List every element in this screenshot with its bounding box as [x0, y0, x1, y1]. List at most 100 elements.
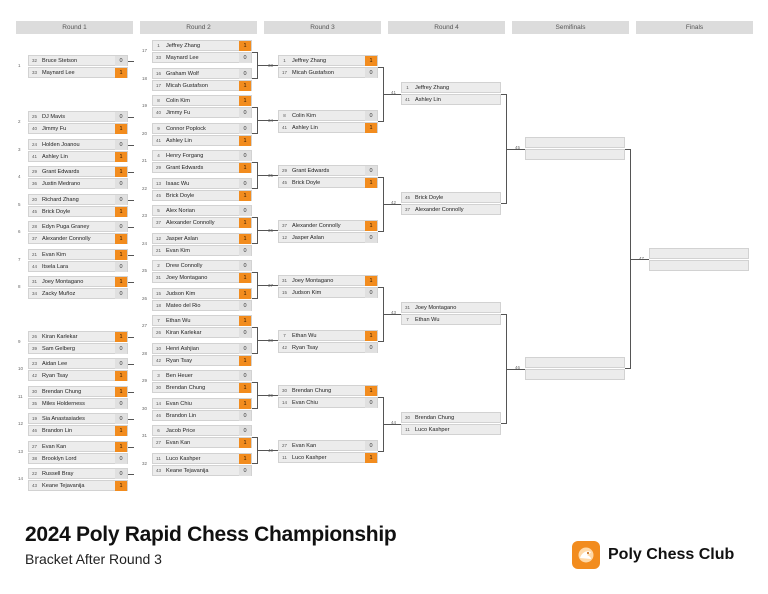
player-slot[interactable]: [525, 357, 625, 368]
player-score: 0: [365, 68, 377, 78]
player-slot[interactable]: [649, 260, 749, 271]
player-score: 0: [115, 56, 127, 66]
player-seed: 30: [31, 389, 37, 394]
player-slot[interactable]: [525, 137, 625, 148]
player-slot[interactable]: [649, 248, 749, 259]
player-seed: 9: [157, 125, 160, 131]
bracket-connector: [128, 172, 134, 173]
player-slot[interactable]: [525, 369, 625, 380]
match-number: 19: [142, 103, 148, 108]
player-slot[interactable]: [525, 149, 625, 160]
match-number: 29: [142, 378, 148, 383]
bracket-connector: [252, 381, 258, 409]
